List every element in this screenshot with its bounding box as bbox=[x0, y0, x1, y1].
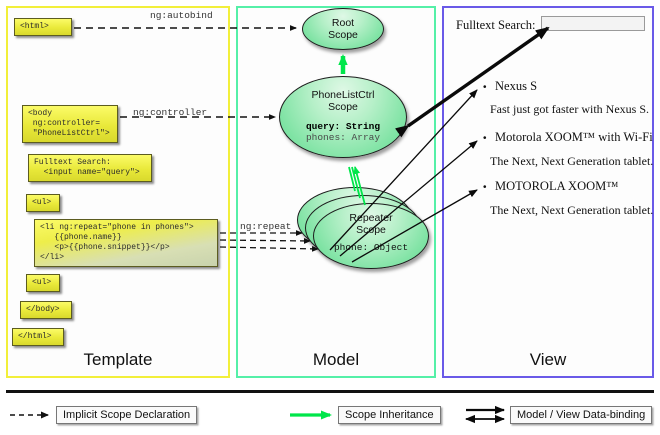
list-item-desc: The Next, Next Generation tablet. bbox=[490, 203, 654, 217]
code-box-ul-close: <ul> bbox=[26, 274, 60, 292]
scope-repeater-line2: Scope bbox=[356, 224, 386, 236]
code-search-label: Fulltext Search: bbox=[34, 158, 111, 167]
edge-label-ng-autobind: ng:autobind bbox=[150, 10, 213, 21]
scope-ctrl-prop-query: query: String bbox=[305, 121, 381, 132]
scope-root: Root Scope bbox=[302, 8, 384, 50]
scope-repeater-line1: Repeater bbox=[349, 212, 393, 224]
scope-ctrl-line1: PhoneListCtrl bbox=[311, 89, 375, 101]
list-item-name: Motorola XOOM™ with Wi-Fi bbox=[495, 130, 653, 144]
edge-label-ng-repeat: ng:repeat bbox=[240, 221, 292, 232]
scope-root-line2: Scope bbox=[328, 29, 358, 41]
edge-label-ng-controller: ng:controller bbox=[133, 107, 208, 118]
code-box-html-close: </html> bbox=[12, 328, 64, 346]
column-label-view: View bbox=[529, 350, 567, 369]
column-label-template: Template bbox=[83, 350, 153, 369]
list-item-name: MOTOROLA XOOM™ bbox=[495, 179, 619, 193]
scope-ctrl-line2: Scope bbox=[328, 101, 358, 113]
list-item-desc: Fast just got faster with Nexus S. bbox=[490, 102, 649, 116]
scope-repeater: Repeater Scope phone: Object bbox=[313, 203, 429, 269]
code-box-li-repeat: <li ng:repeat="phone in phones"> {{phone… bbox=[34, 219, 218, 267]
code-box-html-open: <html> bbox=[14, 18, 72, 36]
scope-root-line1: Root bbox=[331, 17, 355, 29]
scope-ctrl-prop-phones: phones: Array bbox=[305, 132, 381, 143]
scope-phonelistctrl: PhoneListCtrl Scope query: String phones… bbox=[279, 76, 407, 158]
column-template: Template bbox=[6, 6, 230, 378]
code-search-input-tag: <input name="query"> bbox=[34, 168, 140, 177]
code-box-body-close: </body> bbox=[20, 301, 72, 319]
list-item-desc: The Next, Next Generation tablet. bbox=[490, 154, 654, 168]
column-label-model: Model bbox=[312, 350, 360, 369]
search-input[interactable] bbox=[541, 16, 645, 31]
list-bullet: • bbox=[483, 82, 487, 93]
view-search-label: Fulltext Search: bbox=[456, 18, 536, 32]
legend-label-scope-inheritance: Scope Inheritance bbox=[338, 406, 441, 424]
legend-divider bbox=[6, 390, 654, 393]
code-box-ul-open: <ul> bbox=[26, 194, 60, 212]
legend-label-implicit-scope-declaration: Implicit Scope Declaration bbox=[56, 406, 198, 424]
list-item-name: Nexus S bbox=[495, 79, 538, 93]
list-bullet: • bbox=[483, 133, 487, 144]
code-box-fulltext-search: Fulltext Search: <input name="query"> bbox=[28, 154, 152, 182]
list-bullet: • bbox=[483, 182, 487, 193]
legend-label-model-view-data-binding: Model / View Data-binding bbox=[510, 406, 653, 424]
scope-repeater-prop-phone: phone: Object bbox=[333, 242, 409, 253]
code-box-body-open: <body ng:controller= "PhoneListCtrl"> bbox=[22, 105, 118, 143]
